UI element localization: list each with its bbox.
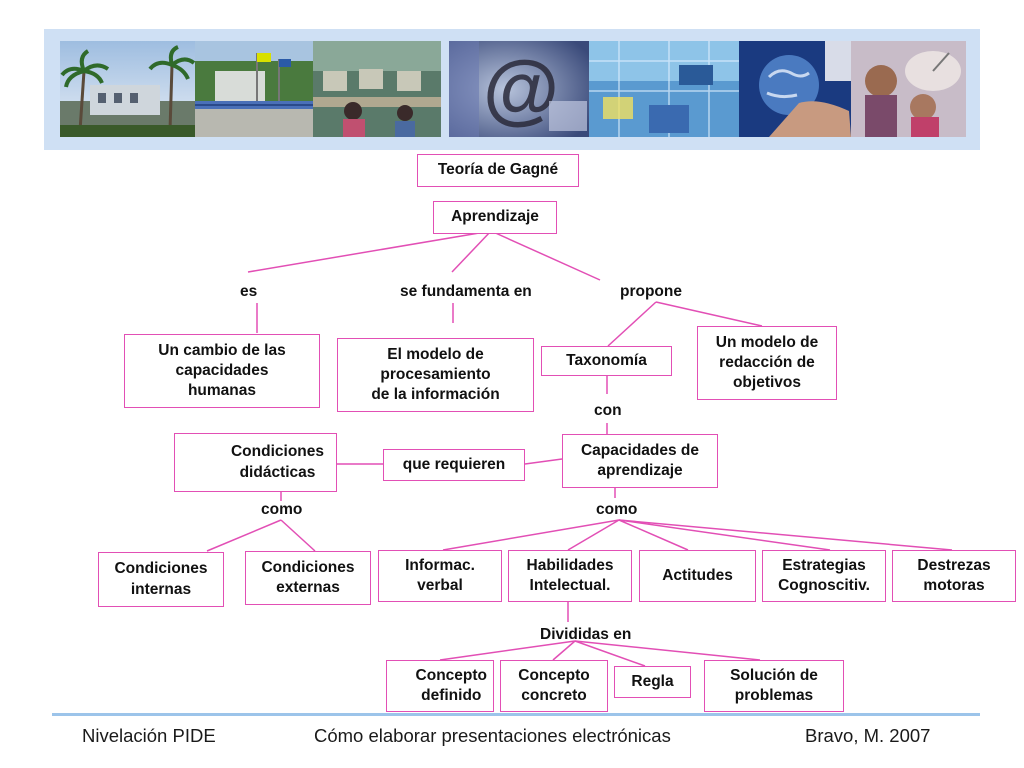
svg-text:@: @ [483, 44, 559, 132]
node-teoria-de-gagne: Teoría de Gagné [417, 154, 579, 187]
label-se-fundamenta-en: se fundamenta en [400, 283, 532, 300]
node-condiciones-externas: Condiciones externas [245, 551, 371, 605]
label-como-right: como [596, 501, 638, 518]
node-solucion-problemas: Solución de problemas [704, 660, 844, 712]
banner-photo-campus-fence [195, 41, 313, 137]
footer-rule [52, 713, 980, 716]
node-destrezas-motoras: Destrezas motoras [892, 550, 1016, 602]
banner-photo-at-sign: @ [449, 41, 589, 137]
banner-photo-computer-lab [313, 41, 441, 137]
node-concepto-concreto: Concepto concreto [500, 660, 608, 712]
node-capacidades-aprendizaje: Capacidades de aprendizaje [562, 434, 718, 488]
node-cambio-capacidades: Un cambio de las capacidades humanas [124, 334, 320, 408]
footer-left: Nivelación PIDE [82, 725, 216, 746]
label-con: con [594, 402, 622, 419]
node-modelo-redaccion: Un modelo de redacción de objetivos [697, 326, 837, 400]
node-taxonomia: Taxonomía [541, 346, 672, 376]
node-informacion-verbal: Informac. verbal [378, 550, 502, 602]
node-habilidades-intelectuales: Habilidades Intelectual. [508, 550, 632, 602]
label-propone: propone [620, 283, 682, 300]
node-aprendizaje: Aprendizaje [433, 201, 557, 234]
label-es: es [240, 283, 258, 300]
banner-photo-palm-building [60, 41, 195, 137]
node-condiciones-internas: Condiciones internas [98, 552, 224, 607]
footer-center: Cómo elaborar presentaciones electrónica… [314, 725, 671, 746]
label-divididas-en: Divididas en [540, 626, 632, 643]
node-concepto-definido: Concepto definido [386, 660, 494, 712]
banner-photo-circuit [589, 41, 739, 137]
node-que-requieren: que requieren [383, 449, 525, 481]
node-actitudes: Actitudes [639, 550, 756, 602]
banner-photo-satellite-people [851, 41, 966, 137]
banner-photo-globe-hand [739, 41, 851, 137]
node-condiciones-didacticas: Condiciones didácticas [174, 433, 337, 492]
node-modelo-procesamiento: El modelo de procesamiento de la informa… [337, 338, 534, 412]
node-regla: Regla [614, 666, 691, 698]
label-como-left: como [261, 501, 303, 518]
node-estrategias-cognoscitivas: Estrategias Cognoscitiv. [762, 550, 886, 602]
header-banner: @ [44, 29, 980, 150]
footer-right: Bravo, M. 2007 [805, 725, 931, 746]
